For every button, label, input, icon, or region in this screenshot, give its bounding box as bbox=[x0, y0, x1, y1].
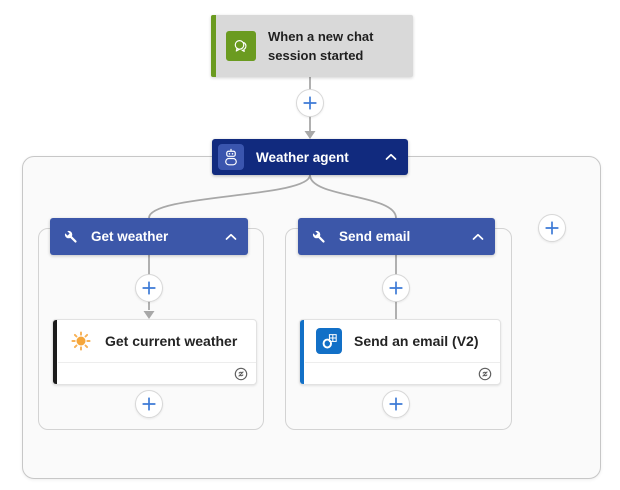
branch-header-get-weather[interactable]: Get weather bbox=[50, 218, 248, 255]
chevron-up-icon[interactable] bbox=[225, 233, 237, 241]
bot-icon bbox=[218, 144, 244, 170]
trigger-card[interactable]: When a new chat session started bbox=[211, 15, 413, 77]
chevron-up-icon[interactable] bbox=[385, 153, 397, 161]
action-title: Get current weather bbox=[105, 333, 238, 349]
branch-header-send-email[interactable]: Send email bbox=[298, 218, 495, 255]
connection-icon[interactable] bbox=[478, 367, 492, 381]
branch-label: Get weather bbox=[91, 229, 169, 244]
trigger-title: When a new chat session started bbox=[268, 28, 374, 64]
insert-step-button-send-email[interactable] bbox=[382, 274, 410, 302]
add-action-button-get-weather[interactable] bbox=[135, 390, 163, 418]
trigger-color-stripe bbox=[211, 15, 216, 77]
agent-label: Weather agent bbox=[256, 149, 349, 165]
plus-icon bbox=[142, 281, 156, 295]
action-card-get-current-weather[interactable]: Get current weather bbox=[52, 319, 257, 385]
plus-icon bbox=[389, 397, 403, 411]
insert-step-button-after-trigger[interactable] bbox=[296, 89, 324, 117]
action-title: Send an email (V2) bbox=[354, 333, 479, 349]
action-card-send-an-email-v2[interactable]: Send an email (V2) bbox=[299, 319, 501, 385]
card-divider bbox=[58, 362, 256, 363]
chevron-up-icon[interactable] bbox=[472, 233, 484, 241]
card-divider bbox=[305, 362, 500, 363]
outlook-icon bbox=[316, 328, 342, 354]
plus-icon bbox=[545, 221, 559, 235]
sun-icon bbox=[69, 329, 93, 353]
plus-icon bbox=[389, 281, 403, 295]
connector-color-stripe bbox=[300, 320, 304, 384]
add-branch-button[interactable] bbox=[538, 214, 566, 242]
agent-card-weather-agent[interactable]: Weather agent bbox=[212, 139, 408, 175]
plus-icon bbox=[303, 96, 317, 110]
plus-icon bbox=[142, 397, 156, 411]
connection-icon[interactable] bbox=[234, 367, 248, 381]
wrench-icon bbox=[311, 229, 327, 245]
wrench-icon bbox=[63, 229, 79, 245]
chat-icon bbox=[226, 31, 256, 61]
connector-color-stripe bbox=[53, 320, 57, 384]
add-action-button-send-email[interactable] bbox=[382, 390, 410, 418]
insert-step-button-get-weather[interactable] bbox=[135, 274, 163, 302]
branch-label: Send email bbox=[339, 229, 411, 244]
